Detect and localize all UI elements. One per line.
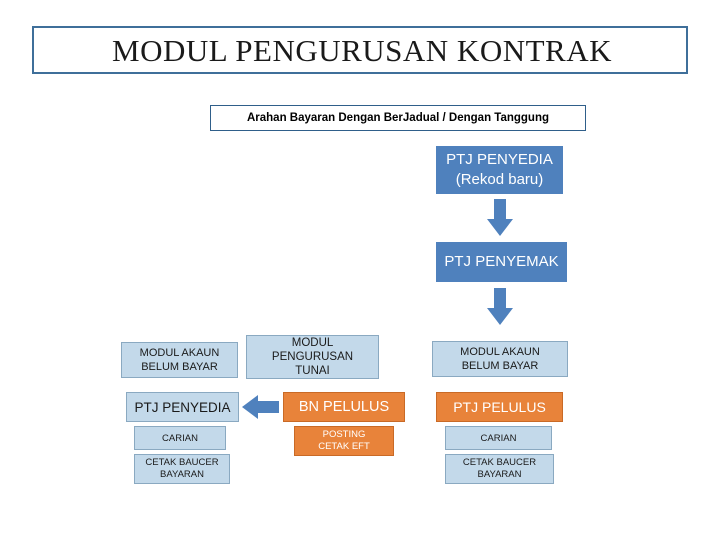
node-ptj-penyemak-label: PTJ PENYEMAK — [444, 253, 559, 270]
node-ptj-penyedia-line2: (Rekod baru) — [455, 171, 544, 188]
middle-item-posting: POSTING CETAK EFT — [294, 426, 394, 456]
left-item-cetak-baucer-line1: CETAK BAUCER — [145, 457, 219, 468]
arrow-down-icon — [487, 199, 513, 236]
page-title: MODUL PENGURUSAN KONTRAK — [112, 33, 612, 68]
middle-module-header-line2: PENGURUSAN — [271, 351, 354, 363]
right-role-label: PTJ PELULUS — [453, 399, 546, 415]
left-module-header-line2: BELUM BAYAR — [141, 361, 218, 373]
node-ptj-penyemak: PTJ PENYEMAK — [436, 242, 567, 282]
banner-text: Arahan Bayaran Dengan BerJadual / Dengan… — [246, 112, 550, 124]
right-module-header: MODUL AKAUN BELUM BAYAR — [432, 341, 568, 377]
banner-box: Arahan Bayaran Dengan BerJadual / Dengan… — [210, 105, 586, 131]
left-module-header: MODUL AKAUN BELUM BAYAR — [121, 342, 238, 378]
right-item-cetak-baucer-line2: BAYARAN — [477, 469, 522, 480]
right-module-header-line2: BELUM BAYAR — [461, 360, 539, 372]
left-item-cetak-baucer: CETAK BAUCER BAYARAN — [134, 454, 230, 484]
middle-role-bn-pelulus: BN PELULUS — [283, 392, 405, 422]
right-item-carian: CARIAN — [445, 426, 552, 450]
middle-module-header: MODUL PENGURUSAN TUNAI — [246, 335, 379, 379]
right-role-ptj-pelulus: PTJ PELULUS — [436, 392, 563, 422]
arrow-left-icon — [242, 395, 279, 419]
arrow-down-icon-2 — [487, 288, 513, 325]
middle-module-header-line1: MODUL — [291, 337, 334, 349]
left-role-label: PTJ PENYEDIA — [134, 399, 231, 415]
title-box: MODUL PENGURUSAN KONTRAK — [32, 26, 688, 74]
middle-module-header-line3: TUNAI — [295, 365, 330, 377]
node-ptj-penyedia-line1: PTJ PENYEDIA — [446, 151, 553, 168]
left-item-cetak-baucer-line2: BAYARAN — [160, 469, 204, 480]
middle-item-posting-line1: POSTING — [322, 429, 366, 440]
left-item-carian: CARIAN — [134, 426, 226, 450]
right-item-cetak-baucer-line1: CETAK BAUCER — [462, 457, 537, 468]
left-item-carian-label: CARIAN — [162, 432, 198, 444]
left-module-header-line1: MODUL AKAUN — [139, 347, 220, 359]
right-module-header-line1: MODUL AKAUN — [460, 346, 540, 358]
right-item-cetak-baucer: CETAK BAUCER BAYARAN — [445, 454, 554, 484]
right-item-carian-label: CARIAN — [480, 432, 517, 444]
middle-item-posting-line2: CETAK EFT — [318, 441, 370, 452]
left-role-ptj-penyedia: PTJ PENYEDIA — [126, 392, 239, 422]
middle-role-label: BN PELULUS — [298, 399, 390, 415]
node-ptj-penyedia: PTJ PENYEDIA (Rekod baru) — [436, 146, 563, 194]
